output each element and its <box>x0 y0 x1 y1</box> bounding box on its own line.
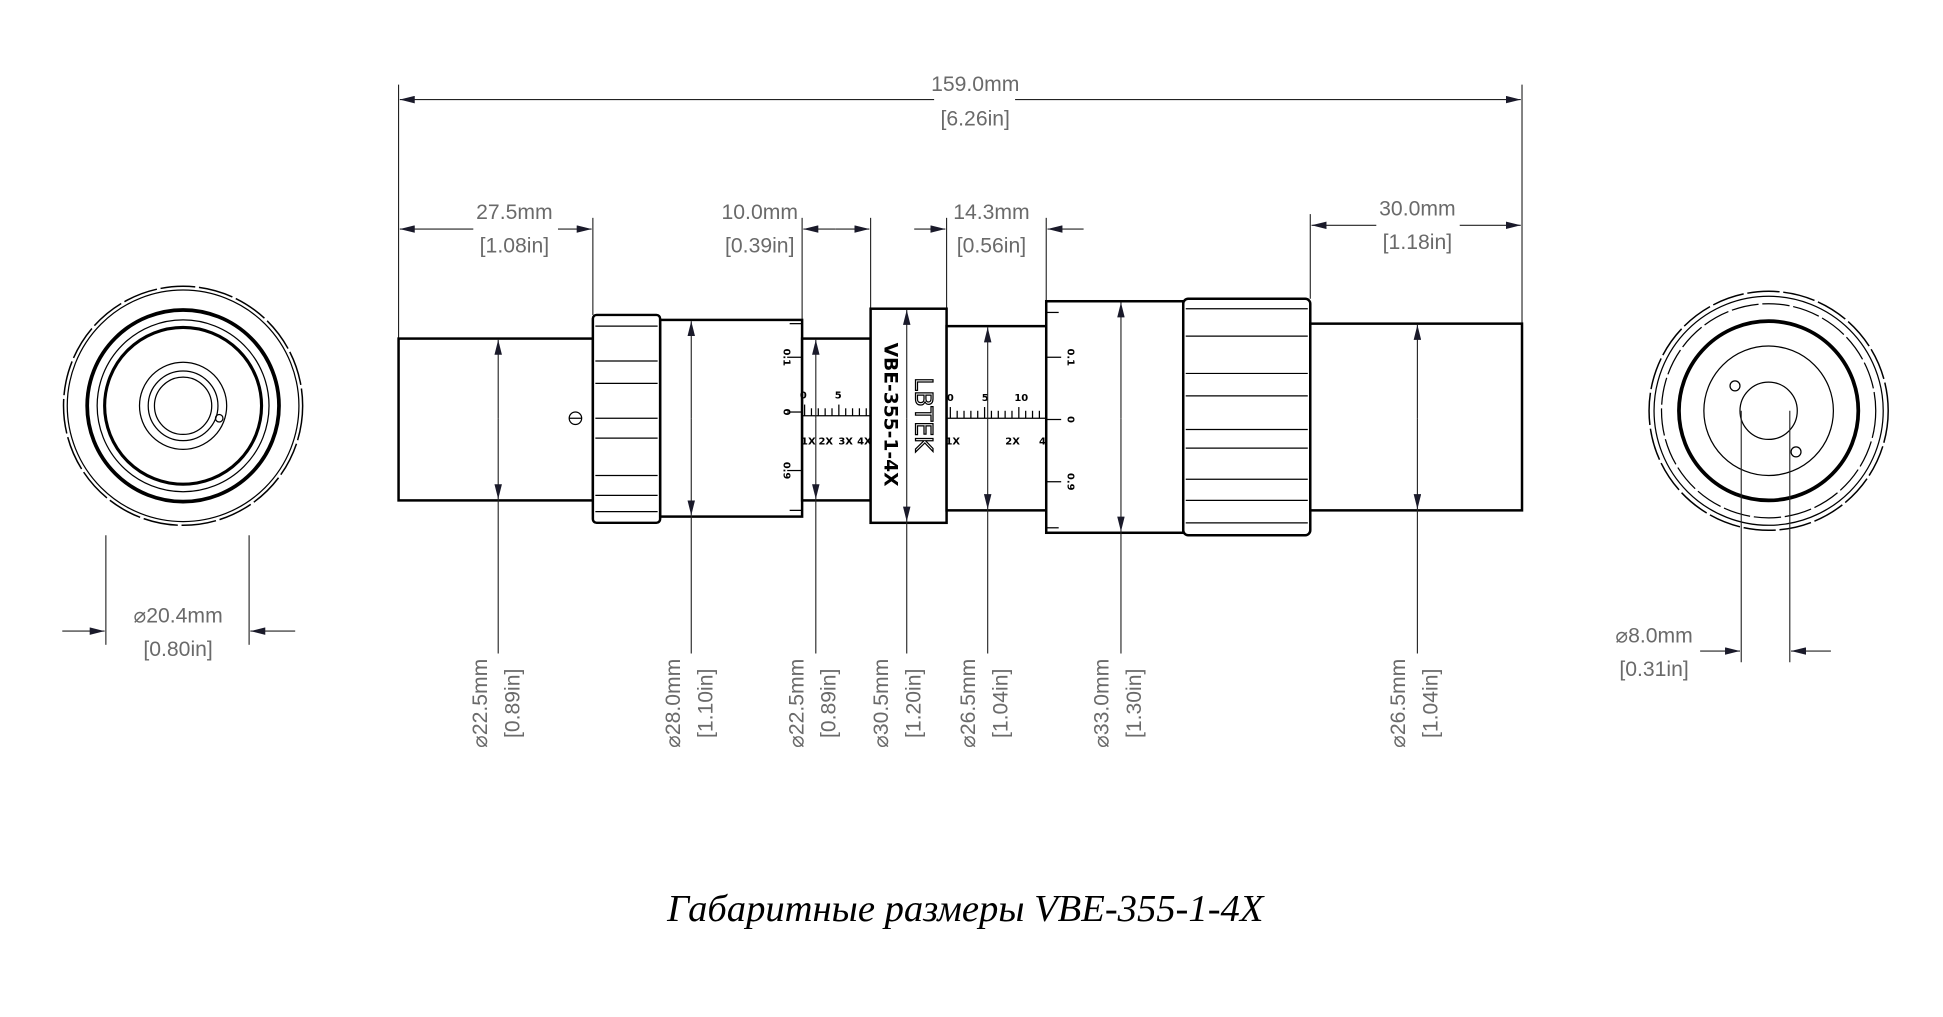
right-end-view: ⌀8.0mm [0.31in] <box>1615 290 1889 681</box>
dim-mm: 27.5mm <box>476 201 552 224</box>
ruler-label: 2X <box>818 436 833 447</box>
ruler-label: 4X <box>857 436 872 447</box>
ruler-label: 5 <box>835 390 842 401</box>
logo-ring <box>869 307 948 525</box>
dim-in: [1.20in] <box>902 669 925 738</box>
rear-tube <box>397 337 595 502</box>
scale-label: 0 <box>1064 416 1075 423</box>
dim-in: [1.08in] <box>480 235 549 258</box>
dia-dim: ⌀28.0mm [1.10in] <box>662 321 717 748</box>
dim-in: [0.31in] <box>1619 658 1688 681</box>
ruler-label: 0 <box>947 393 954 404</box>
dim-mm: 10.0mm <box>722 201 798 224</box>
dim-30-0: 30.0mm [1.18in] <box>1309 197 1521 299</box>
dia-dim: ⌀22.5mm [0.89in] <box>469 339 524 748</box>
dim-mm: ⌀20.4mm <box>134 604 223 627</box>
dim-14-3: 14.3mm [0.56in] <box>914 201 1084 309</box>
dia-dim: ⌀26.5mm [1.04in] <box>1387 324 1442 748</box>
dim-in: [0.89in] <box>501 669 524 738</box>
front-tube <box>1309 322 1524 512</box>
focus-scale-sleeve <box>658 318 804 518</box>
dim-in: [0.39in] <box>725 235 794 258</box>
dia-dim: ⌀33.0mm [1.30in] <box>1091 302 1146 748</box>
dia-dim: ⌀26.5mm [1.04in] <box>957 327 1013 748</box>
scale-label: 0.9 <box>1064 473 1075 491</box>
ruler-label: 1X <box>801 436 816 447</box>
zoom-ruler-b: 0 5 10 1X 2X 4 <box>946 393 1047 447</box>
lens-body: 0.1 0 0.9 0.1 0 0.9 0 5 1X 2X 3X 4X <box>397 297 1524 537</box>
dia-dim: ⌀30.5mm [1.20in] <box>870 309 925 748</box>
dim-mm: 30.0mm <box>1379 197 1455 220</box>
dim-in: [1.04in] <box>1419 669 1442 738</box>
zoom-ruler-a: 0 5 1X 2X 3X 4X <box>800 390 872 447</box>
ruler-label: 1X <box>946 436 961 447</box>
overall-length-dim: 159.0mm [6.26in] <box>398 73 1523 339</box>
dim-mm: ⌀22.5mm <box>785 659 808 748</box>
scale-label: 0.1 <box>780 348 791 366</box>
focus-scale-left: 0.1 0 0.9 <box>780 323 803 511</box>
left-end-view: ⌀20.4mm [0.80in] <box>62 285 304 661</box>
dim-in: [1.30in] <box>1123 669 1146 738</box>
dim-mm: ⌀8.0mm <box>1615 624 1692 647</box>
model-label: VBE-355-1-4X <box>879 343 900 487</box>
dim-27-5: 27.5mm [1.08in] <box>399 201 594 315</box>
dim-in: [1.18in] <box>1383 231 1452 254</box>
dim-mm: ⌀26.5mm <box>1387 659 1410 748</box>
brand-logo: LBTEK <box>909 377 937 452</box>
figure-caption: Габаритные размеры VBE-355-1-4X <box>666 888 1265 930</box>
overall-in: [6.26in] <box>941 108 1010 131</box>
ruler-label: 2X <box>1005 436 1020 447</box>
dim-mm: ⌀33.0mm <box>1091 659 1114 748</box>
overall-mm: 159.0mm <box>931 73 1019 96</box>
ruler-label: 3X <box>838 436 853 447</box>
dim-in: [1.10in] <box>694 669 717 738</box>
dia-dim: ⌀22.5mm [0.89in] <box>785 339 841 748</box>
dim-in: [0.56in] <box>957 235 1026 258</box>
scale-label: 0 <box>780 409 791 416</box>
dim-mm: 14.3mm <box>953 201 1029 224</box>
ruler-label: 5 <box>982 393 989 404</box>
focus-scale-right: 0.1 0 0.9 <box>1046 311 1075 529</box>
scale-label: 0.1 <box>1064 348 1075 366</box>
scale-label: 0.9 <box>780 462 791 480</box>
dim-mm: ⌀30.5mm <box>870 659 893 748</box>
dim-in: [0.80in] <box>143 638 212 661</box>
ruler-label: 0 <box>800 390 807 401</box>
zoom-tube <box>800 337 872 502</box>
dim-mm: ⌀28.0mm <box>662 659 685 748</box>
ruler-label: 4 <box>1039 436 1046 447</box>
dim-mm: ⌀26.5mm <box>957 659 980 748</box>
dim-10-0: 10.0mm [0.39in] <box>722 201 872 320</box>
ruler-label: 10 <box>1014 393 1028 404</box>
dim-in: [1.04in] <box>990 669 1013 738</box>
focus-scale-sleeve-2 <box>1044 299 1185 535</box>
dim-mm: ⌀22.5mm <box>469 659 492 748</box>
diameter-dims: ⌀22.5mm [0.89in] ⌀28.0mm [1.10in] ⌀22.5m… <box>469 302 1442 748</box>
dim-in: [0.89in] <box>818 669 841 738</box>
